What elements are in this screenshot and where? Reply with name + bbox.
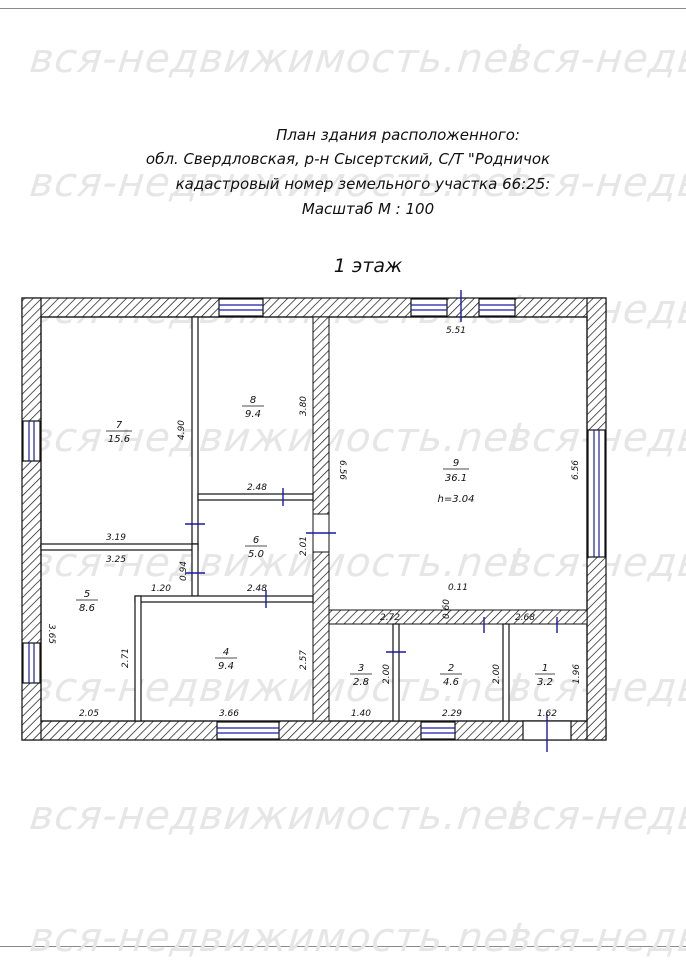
window-top-room9-left bbox=[410, 298, 448, 317]
wall-bottom bbox=[21, 720, 607, 741]
dim-label: 2.29 bbox=[442, 709, 462, 719]
dim-label: 2.57 bbox=[299, 650, 309, 670]
room-8: 8 9.4 bbox=[242, 395, 264, 420]
window-left-room7 bbox=[22, 420, 41, 462]
room-2: 2 4.6 bbox=[440, 663, 462, 688]
svg-text:1: 1 bbox=[542, 663, 548, 674]
floor-title: 1 этаж bbox=[333, 255, 403, 277]
svg-text:8: 8 bbox=[250, 395, 256, 406]
room-3: 3 2.8 bbox=[350, 663, 372, 688]
dim-label: 4.90 bbox=[177, 420, 187, 440]
svg-text:6: 6 bbox=[253, 535, 259, 546]
inner-walls bbox=[312, 316, 588, 722]
header-line-3: кадастровый номер земельного участка 66:… bbox=[175, 175, 551, 193]
dim-label: 3.65 bbox=[46, 624, 56, 644]
dim-label: 2.72 bbox=[380, 613, 400, 623]
svg-text:5.0: 5.0 bbox=[248, 549, 264, 560]
dim-label: 0.60 bbox=[442, 599, 452, 619]
wall-top bbox=[21, 297, 607, 318]
dim-label: 2.00 bbox=[382, 664, 392, 684]
partitions bbox=[40, 316, 510, 722]
dim-label: 3.80 bbox=[299, 396, 309, 416]
partition-8-6 bbox=[197, 493, 314, 501]
windows bbox=[22, 298, 606, 740]
svg-text:4.6: 4.6 bbox=[443, 677, 459, 688]
partition-7-8 bbox=[191, 316, 199, 545]
dim-label: 1.20 bbox=[151, 584, 171, 594]
header-line-1: План здания расположенного: bbox=[276, 126, 520, 144]
window-bottom-room2 bbox=[420, 721, 456, 740]
svg-text:36.1: 36.1 bbox=[445, 473, 467, 484]
svg-text:h=3.04: h=3.04 bbox=[438, 494, 475, 505]
svg-text:3: 3 bbox=[358, 663, 364, 674]
dim-label: 0.94 bbox=[179, 561, 189, 581]
room-7: 7 15.6 bbox=[106, 420, 132, 445]
svg-text:4: 4 bbox=[223, 647, 229, 658]
partition-7-5 bbox=[40, 543, 199, 551]
dim-label: 2.68 bbox=[515, 613, 535, 623]
dim-label: 6.56 bbox=[571, 460, 581, 480]
window-right-room9 bbox=[587, 429, 606, 558]
partition-5-4-top bbox=[134, 595, 314, 603]
top-border-line bbox=[0, 8, 686, 9]
dim-label: 3.25 bbox=[106, 555, 126, 565]
partition-5-6 bbox=[191, 543, 199, 597]
header-scale: Масштаб М : 100 bbox=[301, 200, 435, 218]
window-bottom-room4 bbox=[216, 721, 280, 740]
room-1: 1 3.2 bbox=[535, 663, 555, 688]
bottom-border-line bbox=[0, 946, 686, 947]
dim-label: 2.48 bbox=[247, 584, 267, 594]
room-5: 5 8.6 bbox=[76, 589, 98, 614]
dim-label: 1.96 bbox=[572, 664, 582, 684]
header-line-2: обл. Свердловская, р-н Сысертский, С/Т "… bbox=[145, 150, 551, 168]
svg-text:8.6: 8.6 bbox=[79, 603, 95, 614]
svg-text:9.4: 9.4 bbox=[245, 409, 261, 420]
doors bbox=[185, 290, 572, 752]
dim-label: 2.05 bbox=[79, 709, 99, 719]
dim-label: 2.01 bbox=[299, 536, 309, 556]
window-top-room8 bbox=[218, 298, 264, 317]
svg-text:7: 7 bbox=[116, 420, 123, 431]
dimension-labels: 5.51 4.90 3.80 6.56 6.56 3.19 3.25 2.48 … bbox=[46, 326, 582, 719]
svg-text:9.4: 9.4 bbox=[218, 661, 234, 672]
partition-3-2 bbox=[392, 623, 400, 722]
dim-label: 1.40 bbox=[351, 709, 371, 719]
room-4: 4 9.4 bbox=[215, 647, 237, 672]
svg-text:2: 2 bbox=[448, 663, 454, 674]
room-labels: 7 15.6 8 9.4 9 36.1 h=3.04 6 5.0 5 8.6 4 bbox=[76, 395, 555, 688]
dim-label: 3.19 bbox=[106, 533, 126, 543]
svg-text:3.2: 3.2 bbox=[537, 677, 553, 688]
partition-5-4 bbox=[134, 595, 142, 722]
dim-label: 2.71 bbox=[121, 648, 131, 668]
svg-text:9: 9 bbox=[453, 458, 459, 469]
wall-bottom-right-horizontal bbox=[328, 609, 588, 625]
dim-label: 2.48 bbox=[247, 483, 267, 493]
dim-label: 3.66 bbox=[219, 709, 239, 719]
room-9: 9 36.1 h=3.04 bbox=[438, 458, 475, 505]
window-top-room9-right bbox=[478, 298, 516, 317]
dim-label: 2.00 bbox=[492, 664, 502, 684]
svg-text:5: 5 bbox=[84, 589, 90, 600]
partition-2-1 bbox=[502, 623, 510, 722]
svg-text:2.8: 2.8 bbox=[353, 677, 369, 688]
window-left-room5 bbox=[22, 642, 41, 684]
svg-text:15.6: 15.6 bbox=[108, 434, 130, 445]
dim-label: 5.51 bbox=[446, 326, 466, 336]
room-6: 6 5.0 bbox=[245, 535, 267, 560]
dim-label: 0.11 bbox=[448, 583, 468, 593]
dim-label: 6.56 bbox=[337, 460, 347, 480]
dim-label: 1.62 bbox=[537, 709, 557, 719]
